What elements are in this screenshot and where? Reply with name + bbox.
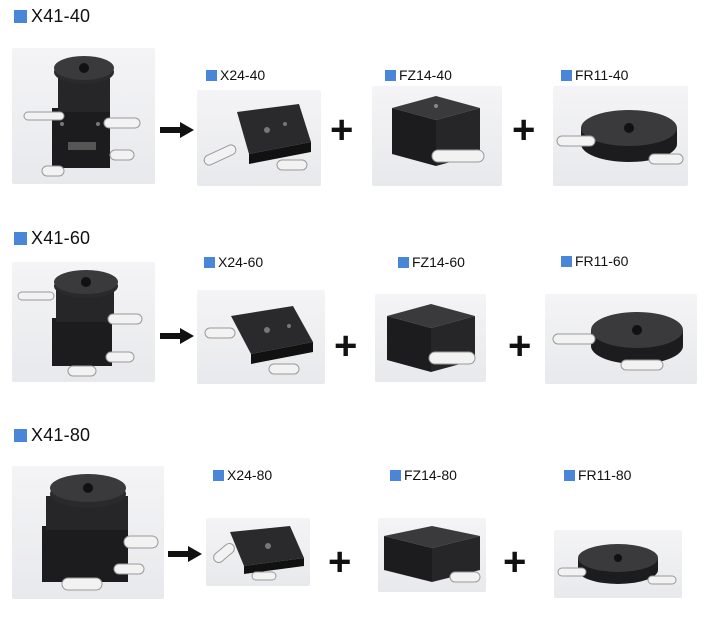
- right-arrow-icon: [168, 546, 202, 562]
- part-image-fr11-80: [554, 530, 682, 598]
- blue-square-icon: [398, 256, 409, 268]
- part-label-fz14-60: FZ14-60: [398, 254, 465, 270]
- xy-stage-drawing: [213, 526, 304, 581]
- right-arrow-icon: [160, 122, 194, 138]
- rotation-stage-drawing: [557, 544, 677, 585]
- part-image-x24-40: [197, 90, 321, 186]
- z-stage-drawing: [387, 304, 476, 372]
- blue-square-icon: [385, 69, 396, 81]
- part-label-fr11-80: FR11-80: [564, 467, 631, 483]
- blue-square-icon: [561, 69, 572, 81]
- blue-square-icon: [14, 429, 27, 442]
- row-2-title: X41-60: [14, 228, 90, 249]
- right-arrow-icon: [160, 328, 194, 344]
- part-image-fz14-60: [375, 294, 486, 382]
- row-2-title-text: X41-60: [31, 228, 91, 248]
- plus-sign: +: [330, 108, 354, 152]
- part-image-x24-80: [206, 518, 310, 586]
- blue-square-icon: [206, 69, 217, 81]
- part-label-x24-60: X24-60: [204, 254, 263, 270]
- part-label-fz14-80: FZ14-80: [390, 467, 457, 483]
- blue-square-icon: [213, 469, 224, 481]
- blue-square-icon: [14, 232, 27, 245]
- rotation-stage-drawing: [556, 110, 684, 165]
- part-label-fr11-40: FR11-40: [561, 67, 628, 83]
- assembly-stage-drawing: [42, 474, 159, 591]
- part-image-fr11-40: [553, 86, 688, 186]
- blue-square-icon: [564, 469, 575, 481]
- part-label-fr11-60: FR11-60: [561, 253, 628, 269]
- part-label-x24-80: X24-80: [213, 467, 272, 483]
- assembly-image-x41-60: [12, 262, 155, 382]
- row-1-title: X41-40: [14, 6, 90, 27]
- blue-square-icon: [14, 10, 27, 23]
- blue-square-icon: [390, 469, 401, 481]
- plus-sign: +: [328, 540, 352, 584]
- row-1-title-text: X41-40: [31, 6, 91, 26]
- part-label-x24-40: X24-40: [206, 67, 265, 83]
- z-stage-drawing: [392, 96, 485, 166]
- blue-square-icon: [204, 256, 215, 268]
- assembly-image-x41-40: [12, 48, 155, 184]
- blue-square-icon: [561, 255, 572, 267]
- z-stage-drawing: [384, 526, 481, 583]
- part-label-fz14-40: FZ14-40: [385, 67, 452, 83]
- assembly-image-x41-80: [12, 466, 164, 599]
- part-image-fz14-40: [372, 86, 502, 186]
- plus-sign: +: [334, 324, 358, 368]
- plus-sign: +: [503, 540, 527, 584]
- row-3-title: X41-80: [14, 425, 90, 446]
- rotation-stage-drawing: [552, 312, 683, 371]
- assembly-stage-drawing: [23, 56, 141, 177]
- part-image-x24-60: [197, 290, 325, 384]
- plus-sign: +: [508, 324, 532, 368]
- xy-stage-drawing: [203, 104, 311, 171]
- part-image-fz14-80: [378, 518, 486, 592]
- part-image-fr11-60: [545, 294, 697, 384]
- plus-sign: +: [512, 108, 536, 152]
- row-3-title-text: X41-80: [31, 425, 91, 445]
- xy-stage-drawing: [204, 306, 313, 375]
- assembly-stage-drawing: [17, 270, 143, 377]
